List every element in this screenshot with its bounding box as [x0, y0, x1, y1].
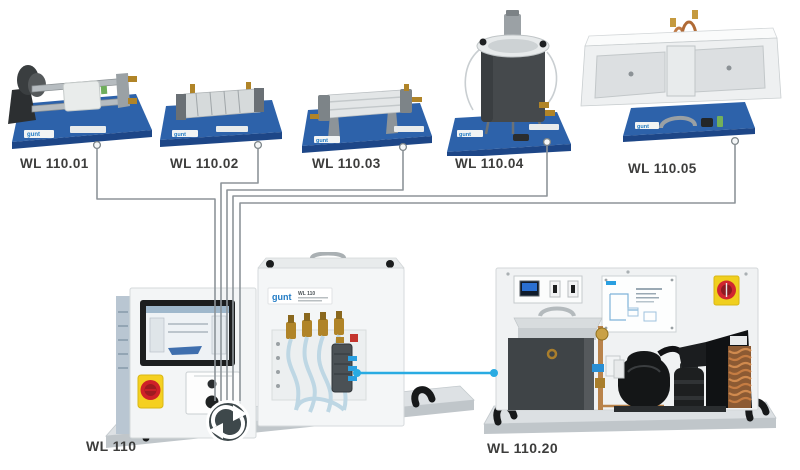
- pump-motor: [674, 362, 704, 412]
- gunt-logo: gunt: [272, 292, 292, 302]
- unit-label-wl-110-20: WL 110.20: [487, 440, 559, 456]
- module-label-wl-110-04: WL 110.04: [455, 156, 524, 171]
- module-wl-110-01: gunt: [6, 58, 156, 154]
- module-label-wl-110-05: WL 110.05: [628, 161, 697, 176]
- unit-label-wl-110: WL 110: [86, 438, 137, 454]
- gunt-logo: gunt: [27, 132, 40, 138]
- gunt-logo: gunt: [174, 132, 186, 138]
- module-wl-110-02: gunt: [158, 80, 286, 154]
- gunt-logo: gunt: [459, 132, 471, 138]
- unit-wl-110-20-illustration: [483, 267, 777, 434]
- module-label-wl-110-02: WL 110.02: [170, 156, 239, 171]
- module-label-wl-110-01: WL 110.01: [20, 156, 89, 171]
- storage-tank: [508, 306, 603, 410]
- gunt-logo: gunt: [316, 138, 328, 144]
- module-wl-110-04-illustration: gunt: [447, 10, 571, 156]
- module-wl-110-03: gunt: [298, 84, 442, 156]
- gunt-logo: gunt: [637, 124, 649, 130]
- module-wl-110-04: gunt: [443, 6, 583, 156]
- module-wl-110-03-illustration: gunt: [302, 84, 432, 153]
- unit-wl-110-20: [478, 256, 788, 451]
- module-wl-110-02-illustration: gunt: [160, 82, 282, 147]
- module-wl-110-05-illustration: gunt: [580, 10, 782, 142]
- module-label-wl-110-03: WL 110.03: [312, 156, 381, 171]
- unit-wl-110-illustration: gunt WL 110: [105, 252, 475, 448]
- module-wl-110-05: gunt: [573, 10, 800, 154]
- schematic-poster: [601, 275, 677, 333]
- unit-wl-110: gunt WL 110: [100, 252, 480, 462]
- unit-badge: WL 110: [298, 291, 315, 297]
- module-wl-110-01-illustration: gunt: [8, 65, 152, 149]
